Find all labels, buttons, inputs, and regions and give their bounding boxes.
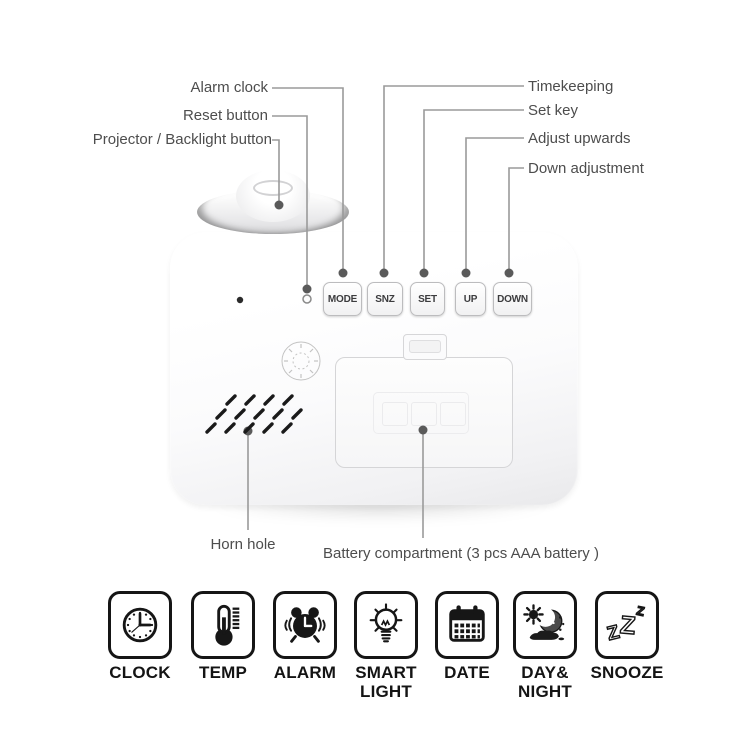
svg-text:Z: Z [635, 604, 646, 619]
annotation-set-key: Set key [528, 102, 579, 119]
feature-label-temp: TEMP [198, 663, 248, 682]
feature-clock: CLOCK [95, 591, 185, 682]
feature-label-day-night: DAY& NIGHT [518, 663, 572, 701]
snooze-zzz-icon: Z Z Z [604, 603, 646, 646]
annotation-down-adjustment: Down adjustment [528, 160, 644, 177]
battery-door-emboss [373, 392, 469, 434]
annotation-battery-compartment: Battery compartment (3 pcs AAA battery ) [323, 545, 599, 562]
annotation-reset-button: Reset button [182, 107, 268, 124]
sun-moon-icon [523, 604, 565, 641]
projector-dome [236, 170, 310, 222]
feature-date: DATE [422, 591, 512, 682]
feature-day-night: DAY& NIGHT [500, 591, 590, 701]
feature-label-smart-light: SMART LIGHT [355, 663, 417, 701]
feature-label-date: DATE [444, 663, 490, 682]
feature-label-alarm: ALARM [273, 663, 337, 682]
feature-alarm: ALARM [260, 591, 350, 682]
feature-snooze: Z Z Z SNOOZE [582, 591, 672, 682]
feature-label-snooze: SNOOZE [590, 663, 664, 682]
thermometer-icon [215, 604, 240, 646]
calendar-icon [449, 605, 485, 642]
annotation-adjust-upwards: Adjust upwards [528, 130, 631, 147]
svg-text:Z: Z [619, 611, 637, 640]
alarm-clock-icon [284, 607, 326, 643]
annotation-projector-backlight: Projector / Backlight button [92, 131, 272, 148]
projector-lens-ring [253, 180, 293, 196]
battery-door-latch-detail [409, 340, 441, 353]
feature-temp: TEMP [178, 591, 268, 682]
battery-door [335, 357, 513, 468]
annotation-alarm-clock: Alarm clock [190, 79, 268, 96]
up-button: UP [455, 282, 486, 316]
annotation-horn-hole: Horn hole [210, 536, 276, 553]
feature-smart-light: SMART LIGHT [341, 591, 431, 701]
light-bulb-icon [369, 603, 403, 643]
mode-button: MODE [323, 282, 362, 316]
set-button: SET [410, 282, 445, 316]
feature-label-clock: CLOCK [109, 663, 171, 682]
down-button: DOWN [493, 282, 532, 316]
annotation-timekeeping: Timekeeping [528, 78, 614, 95]
clock-icon [122, 607, 158, 643]
snooze-button: SNZ [367, 282, 403, 316]
